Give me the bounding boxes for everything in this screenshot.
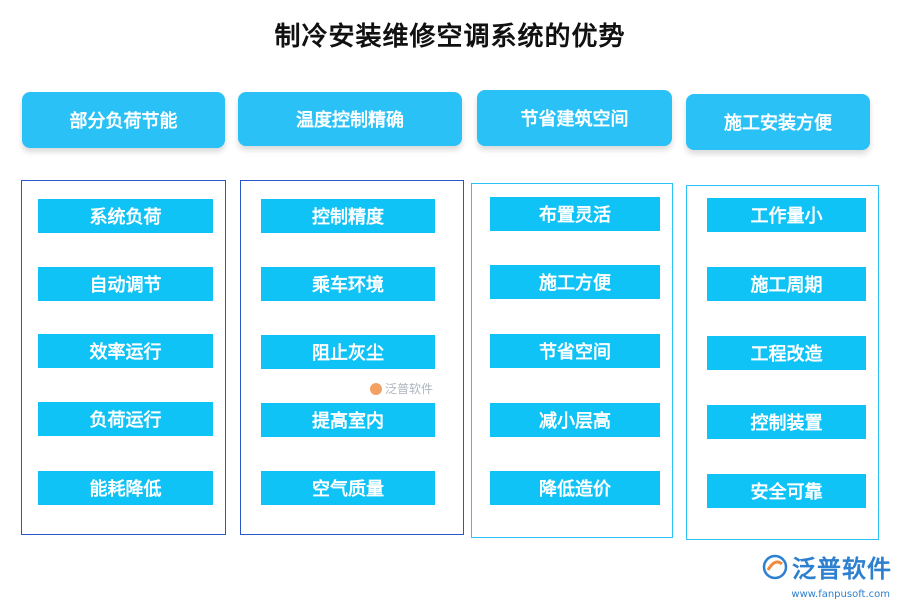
item-col4-5: 安全可靠	[707, 474, 866, 508]
watermark-logo-icon	[370, 382, 382, 395]
item-col2-5: 空气质量	[261, 471, 435, 505]
watermark-text: 泛普软件	[385, 382, 434, 396]
item-col2-4: 提高室内	[261, 403, 435, 437]
item-col3-4: 减小层高	[490, 403, 660, 437]
brand-logo-text: 泛普软件	[792, 555, 892, 583]
brand-logo-icon	[762, 554, 788, 579]
item-col2-1: 控制精度	[261, 199, 435, 233]
item-col1-3: 效率运行	[38, 334, 213, 368]
item-col3-2: 施工方便	[490, 265, 660, 299]
item-col4-1: 工作量小	[707, 198, 866, 232]
item-col3-1: 布置灵活	[490, 197, 660, 231]
diagram-title: 制冷安装维修空调系统的优势	[274, 22, 626, 52]
item-col4-2: 施工周期	[707, 267, 866, 301]
column-header-3: 节省建筑空间	[477, 90, 672, 146]
item-col2-3: 阻止灰尘	[261, 335, 435, 369]
item-col2-2: 乘车环境	[261, 267, 435, 301]
column-header-1: 部分负荷节能	[22, 92, 225, 148]
brand-logo: 泛普软件	[762, 549, 892, 584]
item-col1-2: 自动调节	[38, 267, 213, 301]
brand-url: www.fanpusoft.com	[791, 589, 890, 600]
item-col1-4: 负荷运行	[38, 402, 213, 436]
column-header-4: 施工安装方便	[686, 94, 870, 150]
item-col3-5: 降低造价	[490, 471, 660, 505]
item-col3-3: 节省空间	[490, 334, 660, 368]
watermark: 泛普软件	[370, 380, 433, 397]
column-header-2: 温度控制精确	[238, 92, 462, 146]
item-col1-1: 系统负荷	[38, 199, 213, 233]
item-col4-3: 工程改造	[707, 336, 866, 370]
item-col4-4: 控制装置	[707, 405, 866, 439]
item-col1-5: 能耗降低	[38, 471, 213, 505]
